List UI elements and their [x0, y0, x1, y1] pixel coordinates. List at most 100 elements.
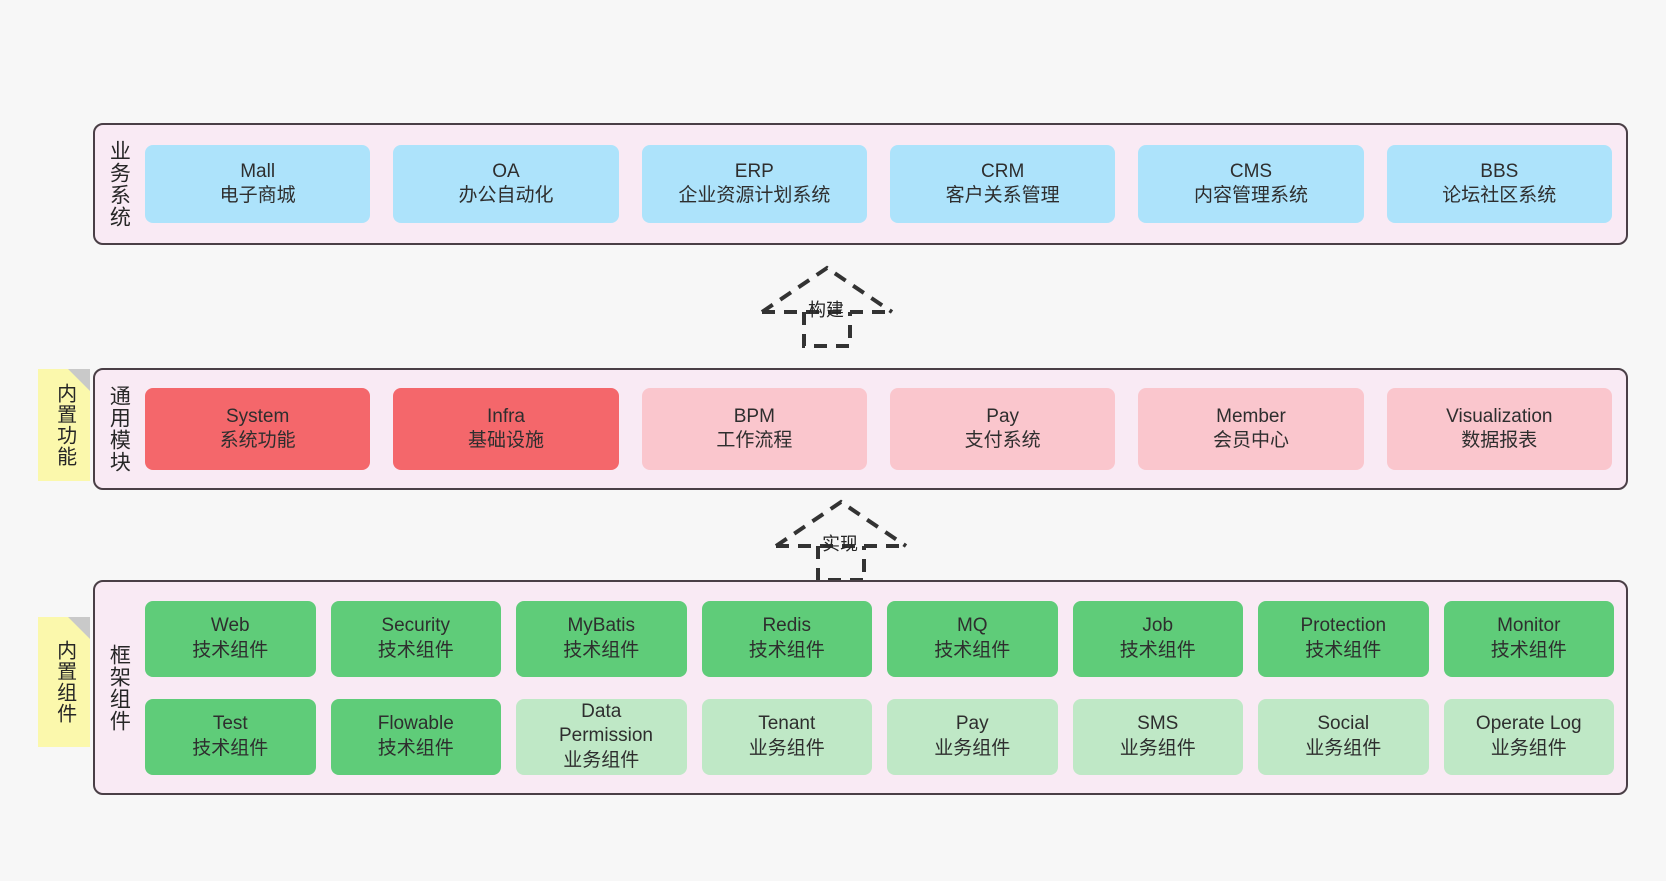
- note-fold-corner-icon: [68, 617, 90, 639]
- component-box-redis[interactable]: Redis 技术组件: [701, 600, 872, 677]
- module-row: Web 技术组件 Security 技术组件 MyBatis 技术组件 Redi…: [145, 600, 1614, 677]
- layer-body-common-module: System 系统功能 Infra 基础设施 BPM 工作流程 Pay 支付系统…: [141, 370, 1626, 488]
- module-title: CRM: [981, 160, 1025, 182]
- module-box-visualization[interactable]: Visualization 数据报表: [1386, 388, 1612, 470]
- layer-title-business-system: 业务系统: [107, 140, 131, 228]
- component-title: Operate Log: [1475, 713, 1582, 735]
- component-subtitle: 业务组件: [934, 737, 1011, 759]
- note-fold-corner-icon: [68, 369, 90, 391]
- module-subtitle: 电子商城: [219, 185, 296, 206]
- component-box-operate-log[interactable]: Operate Log 业务组件: [1443, 698, 1614, 775]
- component-subtitle: 业务组件: [1305, 737, 1382, 759]
- component-subtitle: 技术组件: [563, 639, 640, 661]
- note-builtin-function: 内置功能: [38, 369, 90, 481]
- component-box-social[interactable]: Social 业务组件: [1258, 698, 1429, 775]
- layer-title-framework-component: 框架组件: [107, 643, 131, 732]
- component-box-test[interactable]: Test 技术组件: [145, 698, 316, 775]
- connector-implement-label: 实现: [822, 534, 858, 554]
- module-title: Mall: [240, 160, 276, 182]
- component-subtitle: 业务组件: [1490, 737, 1567, 759]
- module-subtitle: 企业资源计划系统: [678, 185, 831, 206]
- module-box-bpm[interactable]: BPM 工作流程: [641, 388, 867, 470]
- module-subtitle: 客户关系管理: [945, 185, 1060, 206]
- module-box-bbs[interactable]: BBS 论坛社区系统: [1386, 145, 1612, 223]
- component-subtitle: 技术组件: [192, 639, 269, 661]
- module-subtitle: 会员中心: [1212, 430, 1289, 451]
- component-title: MQ: [956, 615, 988, 637]
- component-subtitle: 业务组件: [748, 737, 825, 759]
- layer-body-framework-component: Web 技术组件 Security 技术组件 MyBatis 技术组件 Redi…: [141, 582, 1626, 793]
- component-box-data-permission[interactable]: Data Permission 业务组件: [516, 698, 687, 775]
- note-builtin-component: 内置组件: [38, 617, 90, 747]
- component-box-protection[interactable]: Protection 技术组件: [1258, 600, 1429, 677]
- component-subtitle: 技术组件: [1490, 639, 1567, 661]
- component-subtitle: 技术组件: [377, 737, 454, 759]
- module-box-erp[interactable]: ERP 企业资源计划系统: [641, 145, 867, 223]
- connector-implement: 实现: [766, 492, 926, 582]
- module-title: System: [225, 405, 290, 427]
- module-title: Member: [1216, 405, 1286, 427]
- module-box-mall[interactable]: Mall 电子商城: [145, 145, 371, 223]
- component-title: Pay: [955, 713, 989, 735]
- layer-common-module: 通用模块 System 系统功能 Infra 基础设施 BPM 工作流程 Pay…: [93, 368, 1628, 490]
- component-subtitle: 技术组件: [377, 639, 454, 661]
- module-subtitle: 办公自动化: [458, 185, 554, 206]
- component-box-flowable[interactable]: Flowable 技术组件: [330, 698, 501, 775]
- component-title: MyBatis: [567, 615, 636, 637]
- component-box-web[interactable]: Web 技术组件: [145, 600, 316, 677]
- module-box-member[interactable]: Member 会员中心: [1138, 388, 1364, 470]
- note-label: 内置组件: [53, 640, 76, 724]
- module-row: Mall 电子商城 OA 办公自动化 ERP 企业资源计划系统 CRM 客户关系…: [145, 145, 1612, 223]
- module-title: BPM: [733, 405, 775, 427]
- module-title: Infra: [486, 405, 525, 427]
- component-title: Redis: [762, 615, 812, 637]
- module-title: CMS: [1229, 160, 1273, 182]
- component-box-job[interactable]: Job 技术组件: [1072, 600, 1243, 677]
- module-box-crm[interactable]: CRM 客户关系管理: [889, 145, 1116, 223]
- component-title: Protection: [1300, 615, 1387, 637]
- build-arrow-icon: [760, 265, 894, 348]
- component-subtitle: 技术组件: [192, 737, 269, 759]
- component-box-sms[interactable]: SMS 业务组件: [1072, 698, 1243, 775]
- component-title: Social: [1317, 713, 1370, 735]
- module-title: OA: [492, 160, 520, 182]
- component-box-pay[interactable]: Pay 业务组件: [887, 698, 1058, 775]
- module-subtitle: 论坛社区系统: [1442, 185, 1557, 206]
- module-subtitle: 内容管理系统: [1193, 185, 1308, 206]
- module-subtitle: 系统功能: [219, 430, 296, 451]
- module-box-pay[interactable]: Pay 支付系统: [889, 388, 1116, 470]
- module-row: Test 技术组件 Flowable 技术组件 Data Permission …: [145, 698, 1614, 775]
- module-box-infra[interactable]: Infra 基础设施: [393, 388, 619, 470]
- module-title: Pay: [986, 405, 1020, 427]
- component-subtitle: 技术组件: [934, 639, 1011, 661]
- component-box-tenant[interactable]: Tenant 业务组件: [701, 698, 872, 775]
- module-title: Visualization: [1446, 405, 1553, 427]
- module-box-oa[interactable]: OA 办公自动化: [393, 145, 619, 223]
- component-title: Security: [381, 615, 451, 637]
- connector-build-label: 构建: [808, 300, 844, 320]
- component-box-mq[interactable]: MQ 技术组件: [887, 600, 1058, 677]
- module-box-cms[interactable]: CMS 内容管理系统: [1138, 145, 1364, 223]
- component-title: Data Permission: [558, 701, 653, 747]
- component-title: Job: [1142, 615, 1174, 637]
- module-title: ERP: [734, 160, 774, 182]
- component-box-monitor[interactable]: Monitor 技术组件: [1443, 600, 1614, 677]
- component-subtitle: 业务组件: [1119, 737, 1196, 759]
- component-title: Tenant: [758, 713, 816, 735]
- component-title: Web: [210, 615, 250, 637]
- component-box-mybatis[interactable]: MyBatis 技术组件: [516, 600, 687, 677]
- component-subtitle: 技术组件: [1119, 639, 1196, 661]
- module-box-system[interactable]: System 系统功能: [145, 388, 371, 470]
- module-subtitle: 支付系统: [964, 430, 1041, 451]
- note-label: 内置功能: [53, 383, 76, 467]
- component-subtitle: 业务组件: [563, 749, 640, 771]
- layer-body-business-system: Mall 电子商城 OA 办公自动化 ERP 企业资源计划系统 CRM 客户关系…: [141, 125, 1626, 243]
- layer-title-common-module: 通用模块: [107, 385, 131, 473]
- component-title: Flowable: [377, 713, 454, 735]
- connector-build: 构建: [752, 258, 912, 348]
- module-title: BBS: [1480, 160, 1519, 182]
- module-subtitle: 基础设施: [467, 430, 544, 451]
- component-title: SMS: [1137, 713, 1179, 735]
- component-box-security[interactable]: Security 技术组件: [330, 600, 501, 677]
